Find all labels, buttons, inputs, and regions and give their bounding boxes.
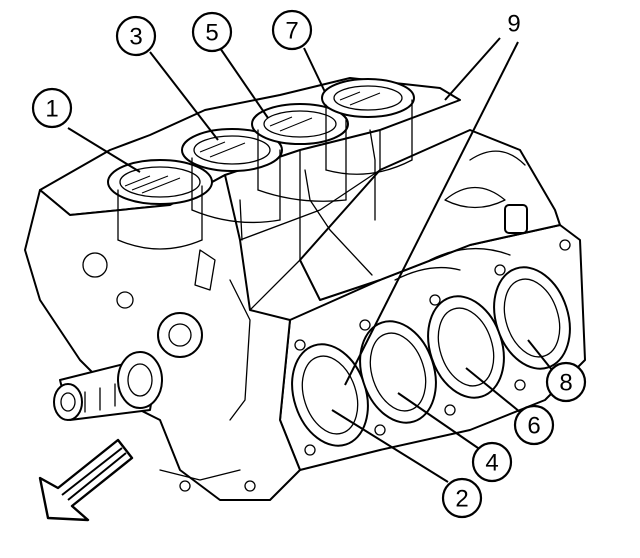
callout-8: 8	[545, 361, 587, 403]
callout-4-label: 4	[485, 450, 498, 477]
callout-6-label: 6	[527, 413, 540, 440]
cylinder-bore-3	[181, 128, 283, 172]
callout-7: 7	[271, 9, 313, 51]
leader-lines	[67, 37, 553, 483]
callout-5: 5	[191, 11, 233, 53]
left-bank-cylinders	[107, 78, 415, 250]
callout-1-label: 1	[45, 96, 58, 123]
callout-2: 2	[441, 477, 483, 519]
front-arrow-icon	[38, 438, 134, 522]
callout-3: 3	[115, 15, 157, 57]
cylinder-bore-4	[359, 320, 437, 424]
callout-1: 1	[31, 87, 73, 129]
callout-3-label: 3	[129, 24, 142, 51]
cylinder-bore-1	[107, 159, 213, 205]
cylinder-bore-7	[321, 78, 415, 118]
right-bank-cylinders	[291, 239, 571, 456]
callout-6: 6	[513, 404, 555, 446]
callout-9-label: 9	[507, 11, 520, 38]
dipstick-tube	[304, 169, 373, 276]
cylinder-bore-6	[427, 295, 505, 399]
callout-8-label: 8	[559, 370, 572, 397]
callout-9: 9	[507, 11, 520, 38]
cylinder-bore-8	[493, 266, 571, 370]
callout-4: 4	[471, 441, 513, 483]
right-bank-interior	[394, 150, 528, 281]
callout-5-label: 5	[205, 20, 218, 47]
callout-7-label: 7	[285, 18, 298, 45]
callout-2-label: 2	[455, 486, 468, 513]
oil-gallery-tube	[369, 129, 376, 221]
cylinder-bore-5	[251, 103, 349, 145]
crankshaft-snout	[53, 351, 163, 421]
front-cover-details	[82, 249, 256, 492]
